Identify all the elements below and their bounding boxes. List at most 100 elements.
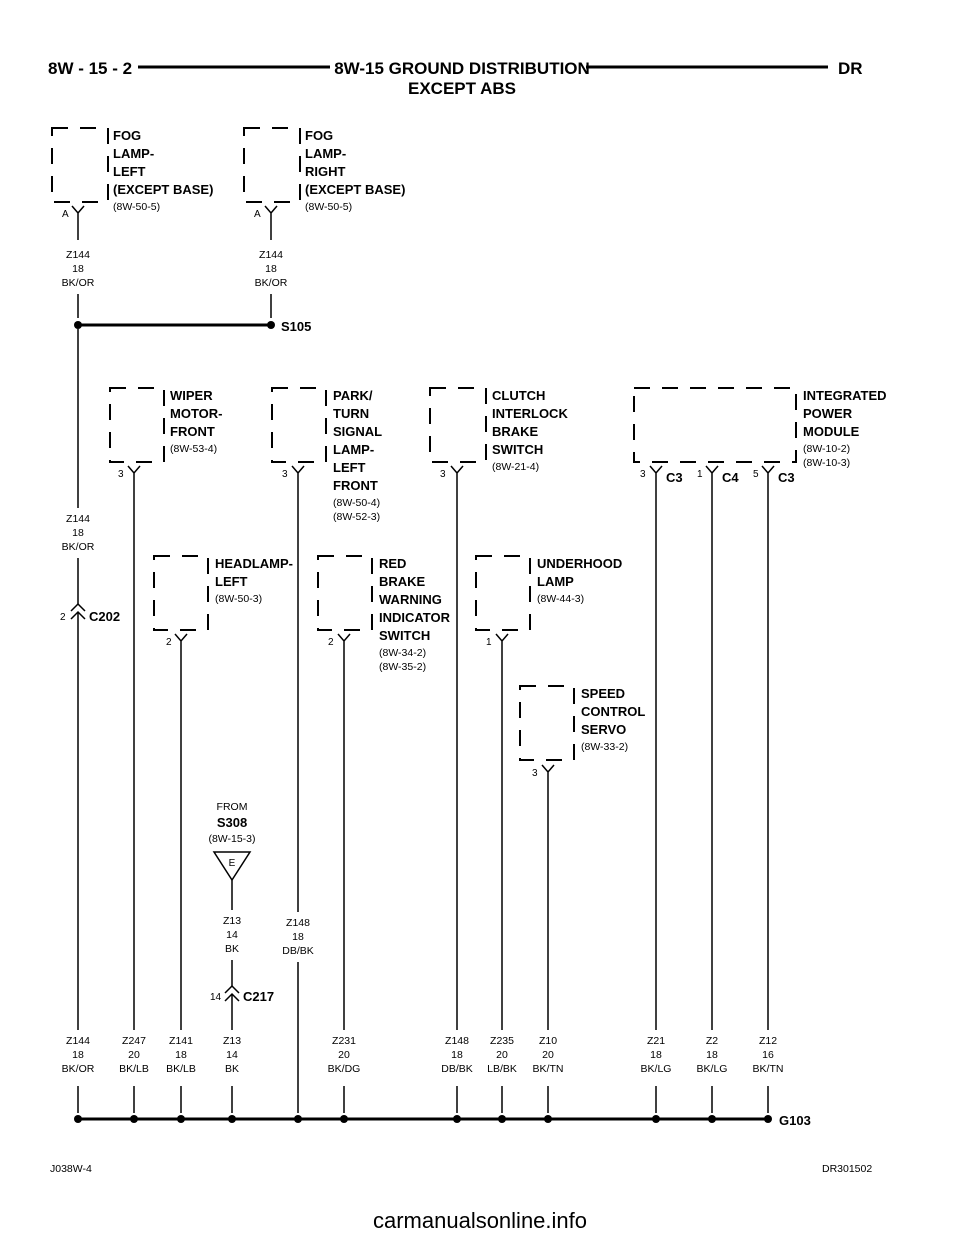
component-ref: (8W-35-2) [379,661,426,673]
pin-label: A [254,209,261,220]
off-page-arrow [212,851,252,882]
component-label: INTEGRATED [803,388,887,403]
component-ref: (8W-10-3) [803,457,850,469]
wire-color: BK/LB [166,1063,196,1075]
wire-code: Z247 [122,1035,146,1047]
pin-label: 3 [118,469,124,480]
pin-label: 2 [166,637,172,648]
wire-gauge: 18 [175,1049,187,1061]
component-label: MODULE [803,424,860,439]
wire-color: BK/LG [641,1063,672,1075]
ground-label: G103 [779,1113,811,1128]
wire-color: BK/DG [328,1063,361,1075]
wire-code: Z13 [223,915,241,927]
wire-gauge: 18 [706,1049,718,1061]
pin-label: 2 [60,612,66,623]
wire-code: Z141 [169,1035,193,1047]
page-header: 8W - 15 - 2 8W-15 GROUND DISTRIBUTION EX… [48,59,863,98]
from-splice-s308: FROM S308 (8W-15-3) E [208,801,256,910]
component-box [51,127,109,203]
splice-label: S308 [217,815,247,830]
ground-splice-dot [340,1115,348,1123]
pin-label: 3 [282,469,288,480]
component-label: CONTROL [581,704,645,719]
wire-code: Z21 [647,1035,665,1047]
ground-splice-dot [294,1115,302,1123]
pin-terminal [495,633,509,1030]
component-box [109,387,165,463]
wire-color: LB/BK [487,1063,517,1075]
page-ref: (8W-15-3) [208,833,255,845]
component-label: FOG [305,128,333,143]
component-label: POWER [803,406,853,421]
wire-gauge: 20 [128,1049,140,1061]
wire-gauge: 18 [72,527,84,539]
wire-code: Z148 [445,1035,469,1047]
wire-code: Z231 [332,1035,356,1047]
wire-code: Z12 [759,1035,777,1047]
component-label: BRAKE [492,424,539,439]
connector-label: C3 [666,470,683,485]
wire-gauge: 18 [451,1049,463,1061]
pin-label: 14 [210,992,222,1003]
component-label: TURN [333,406,369,421]
connector-label: C202 [89,609,120,624]
bottom-wire-labels: Z14418BK/ORZ24720BK/LBZ14118BK/LBZ1314BK… [62,1035,784,1075]
page-title: 8W-15 GROUND DISTRIBUTION [334,59,590,78]
ground-splice-dot [228,1115,236,1123]
wire-gauge: 18 [292,931,304,943]
connector-c202: 2 C202 [60,602,120,624]
from-label: FROM [217,801,248,813]
component-label: LEFT [113,164,146,179]
component-speed-control-servo: SPEED CONTROL SERVO (8W-33-2) 3 [519,685,645,1030]
wire-color: BK/OR [62,541,95,553]
component-ref: (8W-50-5) [305,201,352,213]
wire-code: Z148 [286,917,310,929]
component-label: SWITCH [379,628,430,643]
wire-gauge: 20 [338,1049,350,1061]
pin-terminal [174,633,188,1030]
component-label: FOG [113,128,141,143]
wire-code: Z144 [259,249,283,261]
component-ref: (8W-21-4) [492,461,539,473]
component-ref: (8W-10-2) [803,443,850,455]
wire-gauge: 20 [496,1049,508,1061]
component-park-turn-signal-lamp: PARK/ TURN SIGNAL LAMP- LEFT FRONT (8W-5… [271,387,382,912]
component-headlamp-left: HEADLAMP- LEFT (8W-50-3) 2 [153,555,293,1030]
wire-color: BK [225,943,239,955]
component-label: LEFT [215,574,248,589]
component-ref: (8W-50-3) [215,593,262,605]
wire-color: BK/LB [119,1063,149,1075]
component-box [633,387,797,463]
component-box [429,387,487,463]
component-label: INDICATOR [379,610,451,625]
wire-code: Z144 [66,1035,90,1047]
component-integrated-power-module: INTEGRATED POWER MODULE (8W-10-2) (8W-10… [633,387,887,1030]
component-label: SIGNAL [333,424,382,439]
arrow-letter: E [229,858,236,869]
component-label: LAMP- [305,146,346,161]
wire-color: DB/BK [441,1063,473,1075]
watermark: carmanualsonline.info [373,1208,587,1233]
component-ref: (8W-50-4) [333,497,380,509]
wire-code: Z2 [706,1035,718,1047]
ground-splice-dot [498,1115,506,1123]
pin-label: 1 [697,469,703,480]
connector-label: C3 [778,470,795,485]
pin-terminal [291,465,305,912]
component-label: UNDERHOOD [537,556,622,571]
ground-splice-dot [764,1115,772,1123]
component-fog-lamp-left: FOG LAMP- LEFT (EXCEPT BASE) (8W-50-5) A [51,127,213,240]
footer-left-code: J038W-4 [50,1163,92,1175]
component-ref: (8W-50-5) [113,201,160,213]
component-ref: (8W-34-2) [379,647,426,659]
pin-terminal [71,205,85,240]
component-label: BRAKE [379,574,426,589]
wire-color: BK [225,1063,239,1075]
wire-color: DB/BK [282,945,314,957]
pin-terminal [541,764,555,1030]
component-underhood-lamp: UNDERHOOD LAMP (8W-44-3) 1 [475,555,622,1030]
component-label: FRONT [333,478,378,493]
ground-splice-dot [544,1115,552,1123]
